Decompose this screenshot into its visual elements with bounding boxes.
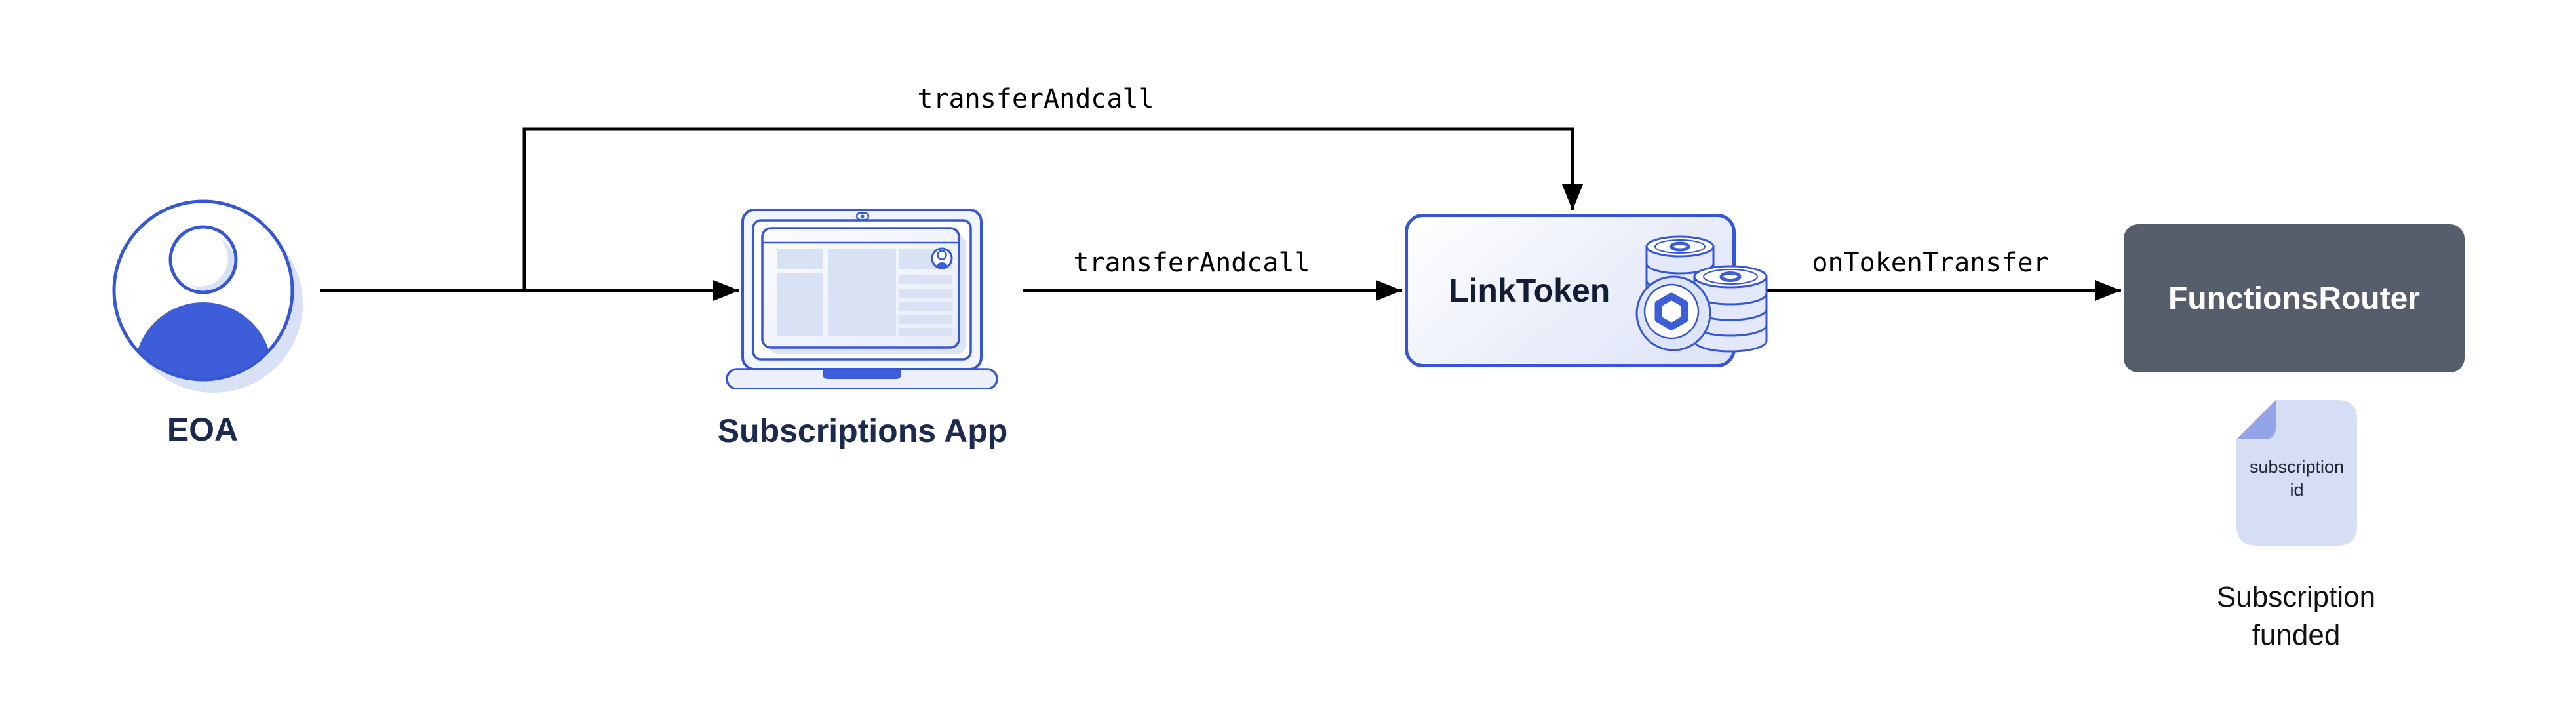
document-text-line1: subscription	[2249, 456, 2345, 477]
user-avatar-icon	[112, 199, 303, 393]
edge-label-transferandcall-top: transferAndcall	[917, 84, 1154, 114]
subscriptions-app-label: Subscriptions App	[717, 412, 1008, 449]
eoa-label: EOA	[166, 411, 239, 448]
document-icon	[2236, 400, 2357, 546]
caption-line1: Subscription	[2216, 581, 2376, 613]
functions-router-node: FunctionsRouter	[2124, 224, 2465, 372]
edge-label-transferandcall-mid: transferAndcall	[1073, 248, 1310, 278]
document-text: subscription id	[2235, 399, 2358, 547]
document-text-line2: id	[2290, 480, 2304, 500]
subscription-funded-caption: Subscription funded	[2217, 578, 2375, 654]
edge-label-ontokentransfer: onTokenTransfer	[1812, 248, 2049, 278]
laptop-browser-icon	[726, 209, 998, 389]
linktoken-label: LinkToken	[1449, 272, 1610, 309]
caption-line2: funded	[2252, 619, 2341, 652]
coin-stack-icon	[1635, 235, 1768, 353]
arrow-eoa-to-linktoken	[522, 127, 1583, 290]
functions-router-label: FunctionsRouter	[2168, 281, 2420, 316]
